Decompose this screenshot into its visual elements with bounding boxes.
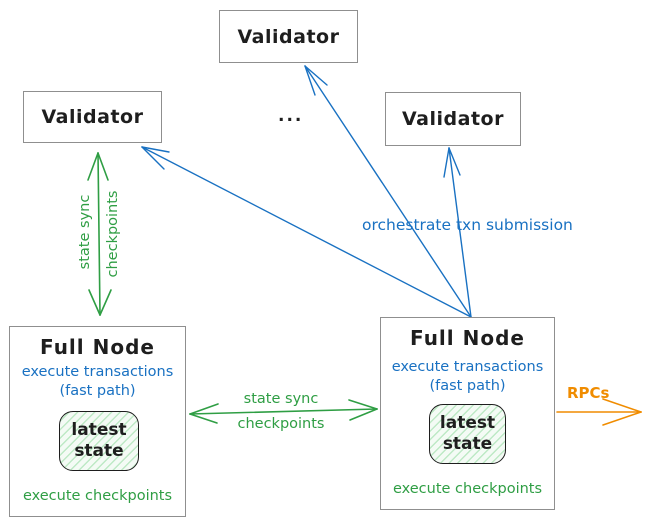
validator-box-top: Validator	[219, 10, 358, 63]
full-node-box-left: Full Node execute transactions (fast pat…	[9, 326, 186, 517]
latest-state-line2: state	[74, 441, 124, 461]
validator-box-left: Validator	[23, 91, 162, 143]
validator-right-label: Validator	[402, 108, 504, 130]
latest-state-line1: latest	[71, 419, 127, 440]
validators-ellipsis: ...	[278, 106, 304, 126]
validator-left-label: Validator	[41, 106, 144, 128]
orchestrate-txn-submission-label: orchestrate txn submission	[362, 216, 573, 234]
validator-top-label: Validator	[237, 25, 340, 48]
validator-box-right: Validator	[385, 92, 521, 146]
state-sync-horizontal-label-line1: state sync	[243, 391, 319, 407]
full-node-right-execute-transactions: execute transactions	[391, 359, 544, 375]
state-sync-horizontal-label-line2: checkpoints	[237, 416, 325, 432]
state-sync-vertical-label-line1: state sync	[77, 194, 93, 270]
rpcs-label: RPCs	[567, 384, 610, 402]
full-node-left-latest-state-box: latest state	[59, 411, 139, 471]
full-node-box-right: Full Node execute transactions (fast pat…	[380, 317, 555, 510]
latest-state-line2: state	[442, 434, 493, 454]
state-sync-vertical-label-line2: checkpoints	[105, 190, 121, 278]
full-node-left-execute-checkpoints: execute checkpoints	[22, 488, 173, 504]
full-node-right-latest-state-box: latest state	[429, 404, 506, 464]
full-node-left-execute-transactions: execute transactions	[21, 364, 174, 380]
full-node-right-execute-checkpoints: execute checkpoints	[392, 481, 543, 497]
latest-state-line1: latest	[439, 412, 496, 433]
full-node-right-fast-path: (fast path)	[429, 378, 506, 394]
full-node-right-title: Full Node	[410, 326, 525, 350]
full-node-left-fast-path: (fast path)	[59, 383, 136, 399]
arrow-rpcs	[556, 398, 642, 426]
full-node-left-title: Full Node	[40, 335, 155, 359]
